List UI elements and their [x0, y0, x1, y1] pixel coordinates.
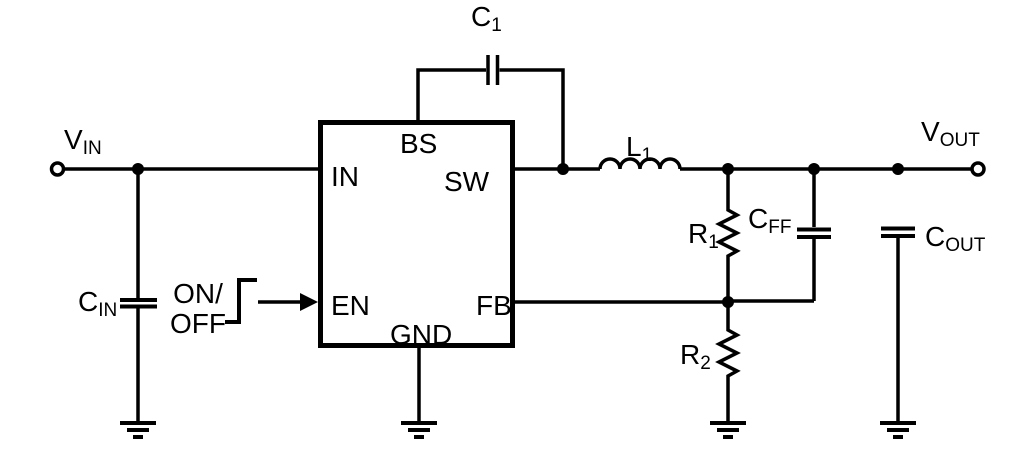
ground-cin-icon [120, 421, 156, 439]
label-l1-main: L [626, 131, 642, 162]
label-r1-main: R [688, 218, 709, 249]
label-c1-main: C [471, 1, 492, 32]
junction-cff-top [808, 163, 820, 175]
junction-sw-c1 [557, 163, 569, 175]
ground-gnd-pin-icon [401, 421, 437, 439]
label-cout-sub: OUT [945, 235, 986, 256]
label-onoff: ON/OFF [168, 279, 228, 339]
terminal-vout-icon [970, 161, 986, 177]
label-vin: VIN [64, 126, 102, 163]
label-cin-sub: IN [98, 300, 118, 321]
wire-c1-to-sw-node [499, 68, 565, 169]
label-vout-main: V [921, 116, 940, 147]
junction-vin-cin [132, 163, 144, 175]
resistor-r2-zigzag [715, 302, 741, 421]
capacitor-cff-symbol [797, 227, 831, 239]
ground-symbols [120, 421, 916, 439]
label-vout-sub: OUT [939, 130, 980, 151]
en-arrowhead-icon [300, 293, 318, 311]
pin-label-sw: SW [444, 166, 490, 197]
label-cff-sub: FF [768, 217, 792, 238]
pin-label-en: EN [331, 290, 370, 321]
en-arrow [258, 293, 318, 311]
label-r2-main: R [680, 339, 701, 370]
pin-label-bs: BS [400, 128, 438, 159]
label-cff-main: C [748, 203, 769, 234]
label-vin-main: V [64, 124, 83, 155]
label-r2-sub: 2 [700, 353, 711, 374]
terminal-vin-icon [49, 161, 66, 177]
junction-cout-top [892, 163, 904, 175]
resistor-r1-zigzag [715, 169, 741, 302]
label-vout: VOUT [921, 118, 980, 155]
label-l1: L1 [626, 133, 652, 170]
label-r2: R2 [680, 341, 711, 378]
wires [64, 68, 972, 421]
pin-label-fb: FB [476, 290, 512, 321]
pin-label-gnd: GND [390, 319, 453, 350]
label-c1-sub: 1 [491, 15, 502, 36]
onoff-step-symbol [225, 278, 257, 324]
label-cout: COUT [925, 223, 985, 260]
capacitor-c1-symbol [486, 55, 500, 85]
label-cout-main: C [925, 221, 946, 252]
label-on: ON/ [173, 278, 223, 309]
junction-dots [132, 163, 904, 308]
label-cff: CFF [748, 205, 791, 242]
capacitor-plates [120, 55, 915, 309]
inductor-l1-coil [598, 157, 682, 170]
capacitor-cin-symbol [120, 298, 157, 309]
ground-cout-icon [880, 421, 916, 439]
label-c1: C1 [471, 3, 502, 40]
junction-fb-node [722, 296, 734, 308]
label-off: OFF [170, 308, 226, 339]
label-cin-main: C [78, 286, 99, 317]
capacitor-cout-symbol [881, 226, 915, 238]
label-cin: CIN [78, 288, 117, 325]
label-vin-sub: IN [82, 138, 102, 159]
wire-bs-to-c1 [416, 68, 486, 122]
label-r1-sub: 1 [708, 232, 719, 253]
label-l1-sub: 1 [641, 145, 653, 166]
label-r1: R1 [688, 220, 719, 257]
junction-l1-r1 [722, 163, 734, 175]
pin-label-in: IN [331, 161, 359, 192]
ground-r2-icon [710, 421, 746, 439]
ic-body [318, 120, 515, 348]
